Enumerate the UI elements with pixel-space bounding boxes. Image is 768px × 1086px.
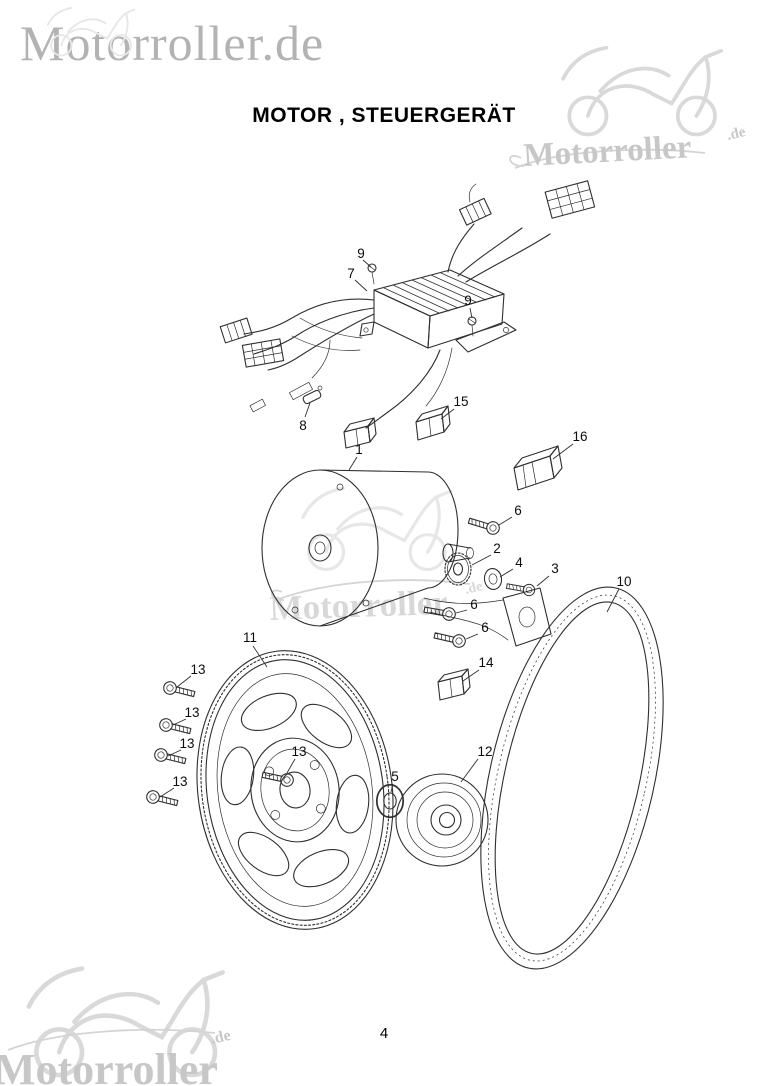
wire — [291, 317, 363, 351]
fuse-part — [289, 381, 313, 401]
callout-label: 13 — [291, 744, 306, 759]
callout-label: 6 — [481, 620, 489, 635]
callout-label: 2 — [493, 541, 501, 556]
screw-9a — [367, 263, 377, 285]
pinion-gear-2 — [444, 552, 472, 586]
motor-face — [261, 469, 379, 627]
ecu-box — [359, 269, 517, 353]
callout-label: 14 — [478, 655, 494, 670]
motor-rear-edge — [427, 471, 459, 589]
small-pulley — [395, 773, 489, 867]
brand-watermark-text: Motorroller — [0, 1045, 218, 1086]
de-watermark-text: .de — [463, 579, 484, 598]
wire — [365, 349, 441, 429]
callout-label: 6 — [470, 597, 478, 612]
mount-bracket — [502, 587, 552, 647]
callout-label: 11 — [243, 630, 257, 645]
bolt-6 — [432, 628, 468, 650]
callout-label: 6 — [514, 503, 522, 518]
bolt-6 — [466, 514, 502, 537]
bolt-3 — [505, 580, 537, 598]
callout-label: 13 — [184, 705, 199, 720]
motor — [261, 469, 509, 641]
part-16-relay — [513, 445, 563, 491]
motor-mount-arm — [423, 597, 509, 641]
harness-connector-lower — [343, 417, 377, 449]
callout-label: 1 — [355, 442, 363, 457]
callouts: 9 7 9 8 15 16 1 6 2 4 3 10 6 6 — [159, 246, 632, 798]
wire — [425, 347, 453, 407]
wire — [243, 298, 375, 335]
watermark-swoosh — [270, 579, 471, 601]
motor-hub — [308, 534, 332, 562]
wire — [311, 339, 331, 379]
small-terminal — [249, 398, 266, 413]
callout-label: 13 — [179, 736, 194, 751]
callout-label: 3 — [551, 561, 559, 576]
watermark-swoosh — [509, 148, 706, 169]
washer-5 — [375, 783, 405, 819]
de-watermark-text: .de — [725, 124, 747, 144]
scooter-watermark-icon — [561, 45, 724, 137]
bolt-13 — [157, 716, 193, 738]
control-unit-assembly — [219, 180, 596, 449]
bolt-13 — [144, 788, 180, 810]
callout-label: 9 — [357, 246, 365, 261]
wire — [267, 313, 375, 371]
wire — [468, 183, 477, 203]
callout-label: 8 — [299, 418, 307, 433]
page-number: 4 — [379, 1025, 389, 1042]
callout-label: 13 — [190, 662, 205, 677]
callout-label: 13 — [172, 774, 187, 789]
callout-label: 15 — [453, 394, 468, 409]
ecu-tab-right — [455, 321, 517, 353]
callout-label: 7 — [347, 266, 355, 281]
scooter-watermark-icon — [46, 6, 136, 57]
page-title: MOTOR , STEUERGERÄT — [252, 104, 516, 127]
washer-4 — [482, 566, 504, 592]
part-15-relay — [415, 405, 451, 441]
drive-belt — [480, 586, 664, 970]
ecu-cooling-fins — [383, 272, 496, 314]
brand-watermark-text: Motorroller — [523, 129, 693, 174]
callout-label: 9 — [464, 293, 472, 308]
callout-label: 12 — [477, 744, 492, 759]
callout-label: 5 — [391, 769, 399, 784]
harness-connector-large — [544, 180, 596, 219]
wire — [253, 307, 375, 355]
part-8-cylinder — [302, 389, 322, 405]
motor-bottom-edge — [319, 587, 429, 627]
callout-label: 4 — [515, 555, 523, 570]
small-terminal — [317, 385, 323, 391]
motor-top-edge — [319, 469, 429, 473]
callout-label: 16 — [572, 429, 587, 444]
part-14-block — [437, 668, 471, 701]
wire — [465, 233, 551, 283]
large-gear — [196, 650, 394, 930]
callout-label: 10 — [616, 574, 631, 589]
gear-spoke-holes — [220, 692, 370, 888]
ecu-tab-left — [359, 321, 375, 337]
wire — [457, 227, 523, 277]
bolt-13 — [161, 679, 197, 701]
harness-connector-left-block — [241, 338, 285, 368]
bolt-13-center — [260, 768, 296, 789]
de-watermark-text: .de — [209, 1027, 232, 1048]
harness-connector-left-small — [219, 317, 253, 344]
watermark-swoosh — [7, 1028, 216, 1051]
wire — [447, 223, 475, 273]
motor-shaft — [442, 543, 474, 563]
watermark-layer: Motorroller .de Motorroller .de Motorrol… — [0, 6, 748, 1086]
harness-connector-small — [458, 197, 492, 226]
